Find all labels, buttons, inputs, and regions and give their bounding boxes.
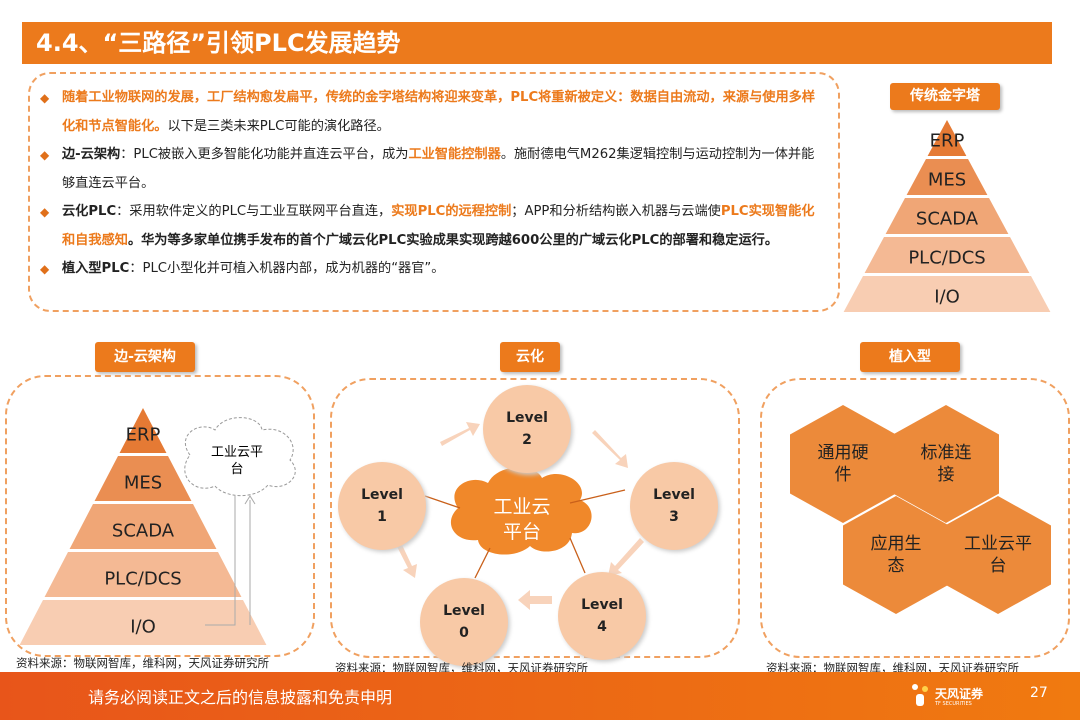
traditional-pyramid-layer-label: MES xyxy=(928,170,966,191)
connector-line xyxy=(205,495,236,626)
edge-source: 资料来源：物联网智库，维科网，天风证券研究所 xyxy=(16,656,269,670)
center-label-line2: 平台 xyxy=(503,521,541,543)
level-0-node: Level 0 xyxy=(420,578,508,666)
arrow-icon xyxy=(440,422,480,446)
cloudified-label: 云化 xyxy=(500,342,560,372)
embedded-label: 植入型 xyxy=(860,342,960,372)
paragraph-cloud-plc: ◆ 云化PLC：采用软件定义的PLC与工业互联网平台直连，实现PLC的远程控制；A… xyxy=(40,198,824,255)
edge-pyramid-layer-label: PLC/DCS xyxy=(104,569,181,590)
edge-cloud-diagram: ERP MES SCADA PLC/DCS I/O 工业云平 台 xyxy=(19,408,296,645)
text: 。施耐德电气M262集逻辑控制与运动控制为一体并能够直连云平台。 xyxy=(62,147,815,191)
hex-general-hardware: 通用硬件 xyxy=(790,405,896,523)
level-2-node: Level 2 xyxy=(483,385,571,473)
hex-industrial-cloud: 工业云平台 xyxy=(945,496,1051,614)
heading-text: 边-云架构 xyxy=(62,147,121,162)
hex-app-ecosystem: 应用生态 xyxy=(843,496,949,614)
paragraph-embedded: ◆ 植入型PLC：PLC小型化并可植入机器内部，成为机器的“器官”。 xyxy=(40,255,824,284)
cloud-icon xyxy=(184,417,296,497)
edge-pyramid-layer-label: MES xyxy=(124,473,162,494)
highlight-text: 实现PLC的远程控制 xyxy=(391,204,512,219)
embedded-source: 资料来源：物联网智库，维科网，天风证券研究所 xyxy=(766,661,1019,675)
traditional-pyramid-layer-label: PLC/DCS xyxy=(908,248,985,269)
heading-text: 云化PLC xyxy=(62,204,117,219)
cloudified-panel xyxy=(330,378,740,658)
highlight-text: 随着工业物联网的发展，工厂结构愈发扁平，传统的金字塔结构将迎来变革，PLC将重新… xyxy=(62,90,816,134)
traditional-pyramid-layer xyxy=(906,159,988,195)
brand-logo-icon xyxy=(912,684,930,708)
arrow-icon xyxy=(592,430,628,468)
paragraph-edge-cloud: ◆ 边-云架构：PLC被嵌入更多智能化功能并直连云平台，成为工业智能控制器。施耐德… xyxy=(40,141,824,198)
footer-bar: 请务必阅读正文之后的信息披露和免责申明 天风证券 TF SECURITIES 2… xyxy=(0,672,1080,720)
page-number: 27 xyxy=(1030,685,1048,701)
traditional-pyramid: ERP MES SCADA PLC/DCS I/O xyxy=(843,120,1051,312)
hex-standard-connection: 标准连接 xyxy=(893,405,999,523)
edge-cloud-panel xyxy=(5,375,315,657)
bold-text: 。华为等多家单位携手发布的首个广域云化PLC实验成果实现跨越600公里的广域云化… xyxy=(127,232,779,248)
diamond-bullet-icon: ◆ xyxy=(40,205,50,219)
traditional-pyramid-layer xyxy=(864,237,1030,273)
center-label-line1: 工业云 xyxy=(493,496,550,518)
page-title: 4.4、“三路径”引领PLC发展趋势 xyxy=(22,22,1052,64)
edge-pyramid-layer xyxy=(69,504,217,549)
edge-cloud-label: 边-云架构 xyxy=(95,342,195,372)
disclaimer: 请务必阅读正文之后的信息披露和免责申明 xyxy=(88,688,393,707)
paragraph-intro: ◆ 随着工业物联网的发展，工厂结构愈发扁平，传统的金字塔结构将迎来变革，PLC将重… xyxy=(40,84,824,141)
brand-sub: TF SECURITIES xyxy=(935,701,972,707)
cloud-label-line2: 台 xyxy=(230,462,243,477)
heading-text: 植入型PLC xyxy=(62,261,130,276)
traditional-pyramid-layer-label: I/O xyxy=(934,287,960,308)
traditional-pyramid-layer xyxy=(885,198,1009,234)
diamond-bullet-icon: ◆ xyxy=(40,148,50,162)
embedded-panel xyxy=(760,378,1070,658)
cloudified-source: 资料来源：物联网智库，维科网，天风证券研究所 xyxy=(335,661,588,675)
cloud-icon xyxy=(450,467,592,555)
traditional-pyramid-layer xyxy=(927,120,967,156)
intro-text-box: ◆ 随着工业物联网的发展，工厂结构愈发扁平，传统的金字塔结构将迎来变革，PLC将重… xyxy=(28,72,840,312)
edge-pyramid-layer-label: I/O xyxy=(130,617,156,638)
edge-pyramid-layer xyxy=(119,408,167,453)
traditional-pyramid-layer-label: ERP xyxy=(930,131,965,152)
level-3-node: Level 3 xyxy=(630,462,718,550)
edge-pyramid-layer xyxy=(94,456,192,501)
traditional-pyramid-label: 传统金字塔 xyxy=(890,83,1000,110)
cloud-label-line1: 工业云平 xyxy=(211,445,263,460)
text: ；APP和分析结构嵌入机器与云端使 xyxy=(511,204,721,219)
diamond-bullet-icon: ◆ xyxy=(40,91,50,105)
traditional-pyramid-layer-label: SCADA xyxy=(916,209,979,230)
arrow-head-icon xyxy=(244,495,256,505)
level-4-node: Level 4 xyxy=(558,572,646,660)
arrow-icon xyxy=(518,590,552,610)
text: ：PLC小型化并可植入机器内部，成为机器的“器官”。 xyxy=(129,261,445,276)
text: ：采用软件定义的PLC与工业互联网平台直连， xyxy=(116,204,392,219)
edge-pyramid-layer-label: ERP xyxy=(126,425,161,446)
level-1-node: Level 1 xyxy=(338,462,426,550)
text: ：PLC被嵌入更多智能化功能并直连云平台，成为 xyxy=(120,147,409,162)
highlight-text: PLC实现智能化和自我感知 xyxy=(62,204,815,248)
text: 以下是三类未来PLC可能的演化路径。 xyxy=(167,118,390,134)
edge-pyramid-layer xyxy=(44,552,242,597)
edge-pyramid-layer-label: SCADA xyxy=(112,521,175,542)
traditional-pyramid-layer xyxy=(843,276,1051,312)
diamond-bullet-icon: ◆ xyxy=(40,262,50,276)
edge-pyramid-layer xyxy=(19,600,267,645)
arrow-icon xyxy=(608,538,644,576)
highlight-text: 工业智能控制器 xyxy=(408,147,501,162)
brand-name: 天风证券 xyxy=(935,687,984,701)
cloudified-arrows: 工业云 平台 xyxy=(390,422,644,610)
